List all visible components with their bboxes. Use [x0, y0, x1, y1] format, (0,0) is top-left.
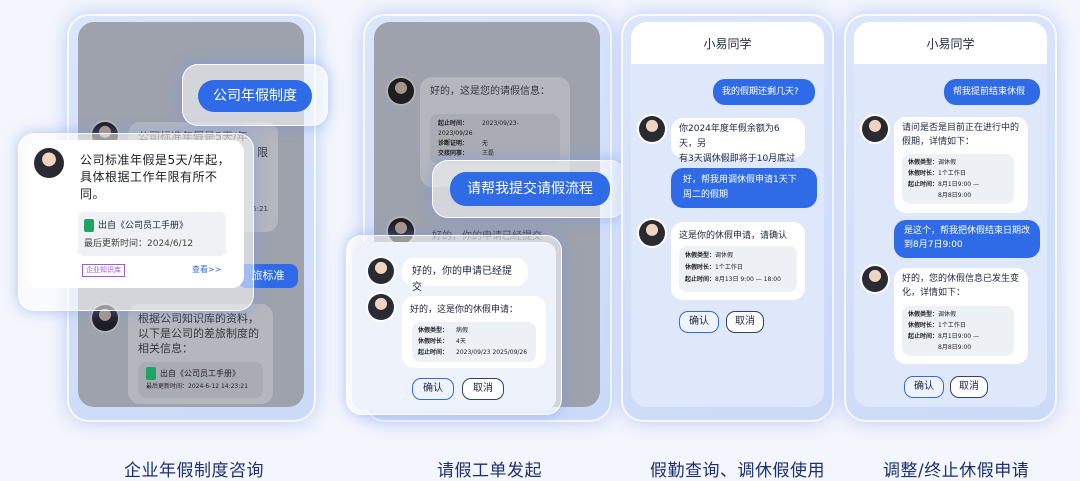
confirm-button[interactable]: 确认	[679, 311, 719, 333]
caption-3: 假勤查询、调休假使用	[650, 461, 825, 481]
document-icon	[84, 219, 94, 232]
query-pill[interactable]: 公司年假制度	[198, 80, 312, 112]
user-message: 是这个，帮我把休假结束日期改到8月7日9:00	[894, 220, 1040, 258]
bg-reply-bubble: 根据公司知识库的资料，以下是公司的差旅制度的相关信息： 出自《公司员工手册》 最…	[128, 304, 273, 404]
knowledge-tag: 企业知识库	[82, 264, 125, 277]
avatar	[388, 78, 414, 104]
caption-2: 请假工单发起	[437, 461, 542, 481]
answer-card: 公司标准年假是5天/年起，具体根据工作年限有所不同。 出自《公司员工手册》 最后…	[26, 140, 244, 288]
bg-source-box: 出自《公司员工手册》 最后更新时间：2024-6-12 14:23:21	[138, 362, 263, 398]
leave-form-box: 休假类型：调休假 休假时长：1个工作日 起止时间：8月1日9:00 — 8月8日…	[902, 306, 1014, 356]
leave-form-box: 休假类型：病假 休假时长：4天 起止时间：2023/09/23 2025/09/…	[412, 322, 536, 362]
caption-1: 企业年假制度咨询	[124, 461, 264, 481]
avatar	[862, 266, 888, 292]
avatar	[368, 294, 394, 320]
avatar	[639, 116, 665, 142]
leave-form-box: 休假类型：调休假 休假时长：1个工作日 起止时间：8月13日 9:00 — 18…	[679, 246, 797, 292]
user-message: 帮我提前结束休假	[944, 79, 1040, 105]
answer-text: 公司标准年假是5天/年起，具体根据工作年限有所不同。	[80, 153, 231, 201]
confirm-button[interactable]: 确认	[412, 378, 454, 400]
view-more-link[interactable]: 查看>>	[192, 265, 222, 274]
bot-message: 你2024年度年假余额为6天，另 有3天调休假即将于10月底过期	[671, 118, 805, 179]
cancel-button[interactable]: 取消	[462, 378, 504, 400]
chat-title: 小易同学	[854, 22, 1047, 64]
avatar	[34, 148, 64, 178]
request-pill[interactable]: 请帮我提交请假流程	[450, 172, 610, 206]
source-box: 出自《公司员工手册》 最后更新时间：2024/6/12	[78, 212, 226, 256]
user-message: 好，帮我用调休假申请1天下周二的假期	[671, 168, 817, 208]
panel-3-phone: 小易同学 我的假期还剩几天? 你2024年度年假余额为6天，另 有3天调休假即将…	[631, 22, 824, 407]
cancel-button[interactable]: 取消	[726, 311, 764, 333]
avatar	[368, 258, 394, 284]
document-icon	[146, 367, 156, 380]
leave-card: 好的，你的申请已经提交 好的，这是你的休假申请： 休假类型：病假 休假时长：4天…	[352, 242, 556, 410]
bg-info-box: 起止时间：2023/09/23-2023/09/26 诊断证明：无 交接同事：王…	[430, 114, 560, 164]
avatar	[639, 220, 665, 246]
confirm-button[interactable]: 确认	[904, 376, 944, 398]
chat-title: 小易同学	[631, 22, 824, 64]
caption-4: 调整/终止休假申请	[883, 461, 1030, 481]
leave-form-box: 休假类型：调休假 休假时长：1个工作日 起止时间：8月1日9:00 — 8月8日…	[902, 154, 1014, 204]
panel-4-phone: 小易同学 帮我提前结束休假 请问是否是目前正在进行中的假期，详情如下： 休假类型…	[854, 22, 1047, 407]
cancel-button[interactable]: 取消	[950, 376, 988, 398]
submitted-bubble: 好的，你的申请已经提交	[402, 258, 528, 293]
user-message: 我的假期还剩几天?	[713, 79, 815, 105]
avatar	[862, 116, 888, 142]
